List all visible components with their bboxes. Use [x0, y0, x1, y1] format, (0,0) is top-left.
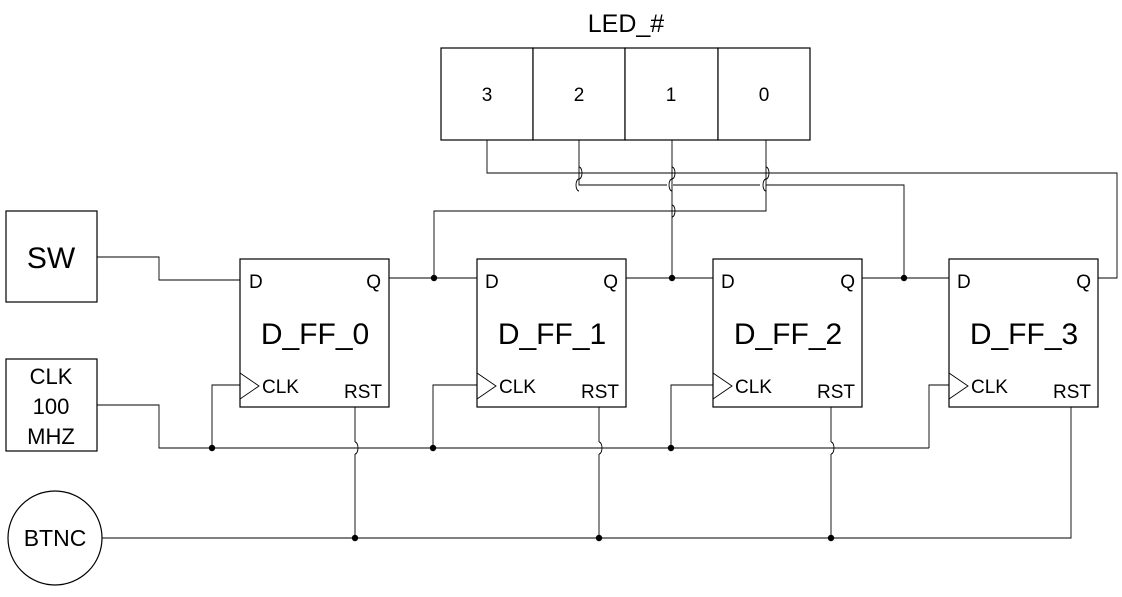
clock-triangle-icon: [239, 372, 260, 400]
junction-dot: [827, 534, 835, 542]
sw-box: [5, 210, 98, 303]
clock-triangle-icon: [476, 372, 497, 400]
d-flip-flop-2: D Q D_FF_2 CLK RST: [712, 258, 863, 408]
ff-d-label: D: [721, 272, 735, 293]
wire-q2-to-led2: [578, 140, 905, 278]
d-flip-flop-0: D Q D_FF_0 CLK RST: [239, 258, 390, 408]
ff-rst-label: RST: [344, 382, 382, 403]
crossover-hop: [598, 441, 603, 455]
led-array: 3 2 1 0: [440, 47, 811, 141]
junction-dot: [208, 444, 216, 452]
crossover-hop: [668, 166, 676, 192]
ff-clk-label: CLK: [499, 377, 536, 398]
ff-box: [239, 258, 390, 408]
crossover-hop: [575, 166, 583, 192]
ff-d-label: D: [249, 272, 263, 293]
wire-q3-to-led3: [486, 140, 1118, 279]
ff-q-label: Q: [840, 272, 855, 293]
ff-name: D_FF_1: [498, 318, 606, 351]
ff-name: D_FF_0: [261, 318, 369, 351]
junction-dot: [668, 274, 676, 282]
wire-sw-to-d0: [97, 256, 240, 281]
clk-label-line2: 100: [33, 394, 70, 419]
d-flip-flop-3: D Q D_FF_3 CLK RST: [948, 258, 1099, 408]
clock-triangle-icon: [712, 372, 733, 400]
junction-dot: [900, 274, 908, 282]
junction-dot: [595, 534, 603, 542]
led-title: LED_#: [588, 10, 665, 38]
led-cell-1: [624, 47, 719, 141]
ff-rst-label: RST: [581, 382, 619, 403]
junction-dot: [430, 274, 438, 282]
junction-dot: [667, 444, 675, 452]
sw-label: SW: [27, 242, 76, 275]
led-cell-0: [717, 47, 811, 141]
ff-box: [712, 258, 863, 408]
led-cell-2: [532, 47, 626, 141]
wire-clk-ff3: [928, 384, 949, 448]
crossover-hop: [762, 166, 770, 192]
led-cell-3: [440, 47, 534, 141]
ff-name: D_FF_2: [734, 318, 842, 351]
led-label-1: 1: [666, 85, 677, 106]
ff-box: [948, 258, 1099, 408]
d-flip-flop-1: D Q D_FF_1 CLK RST: [476, 258, 627, 408]
led-label-0: 0: [759, 85, 770, 106]
clk-source-box: [5, 358, 98, 452]
ff-q-label: Q: [366, 272, 381, 293]
ff-clk-label: CLK: [262, 377, 299, 398]
ff-box: [476, 258, 627, 408]
ff-rst-label: RST: [1053, 382, 1091, 403]
ff-q-label: Q: [603, 272, 618, 293]
junction-dot: [429, 444, 437, 452]
wire-rst-bus: [102, 407, 1072, 539]
ff-clk-label: CLK: [735, 377, 772, 398]
wires: [97, 140, 1118, 539]
crossover-hop: [671, 204, 676, 218]
ff-clk-label: CLK: [971, 377, 1008, 398]
ff-d-label: D: [485, 272, 499, 293]
clk-label-line3: MHZ: [27, 424, 75, 449]
ff-name: D_FF_3: [970, 318, 1078, 351]
wire-q0-to-led0: [433, 140, 767, 278]
wire-clk-ff2: [670, 384, 713, 448]
ff-d-label: D: [957, 272, 971, 293]
wire-clk-ff0: [211, 384, 240, 448]
wire-clk-ff1: [432, 384, 477, 448]
clock-triangle-icon: [948, 372, 969, 400]
led-label-2: 2: [574, 85, 585, 106]
ff-q-label: Q: [1076, 272, 1091, 293]
junction-dot: [351, 534, 359, 542]
btnc-label: BTNC: [24, 525, 87, 551]
crossover-hop: [354, 441, 359, 455]
wire-clk-bus: [97, 404, 929, 449]
crossover-hop: [830, 441, 835, 455]
ff-rst-label: RST: [817, 382, 855, 403]
junctions: [208, 274, 908, 542]
led-label-3: 3: [482, 85, 493, 106]
clk-label-line1: CLK: [30, 364, 73, 389]
